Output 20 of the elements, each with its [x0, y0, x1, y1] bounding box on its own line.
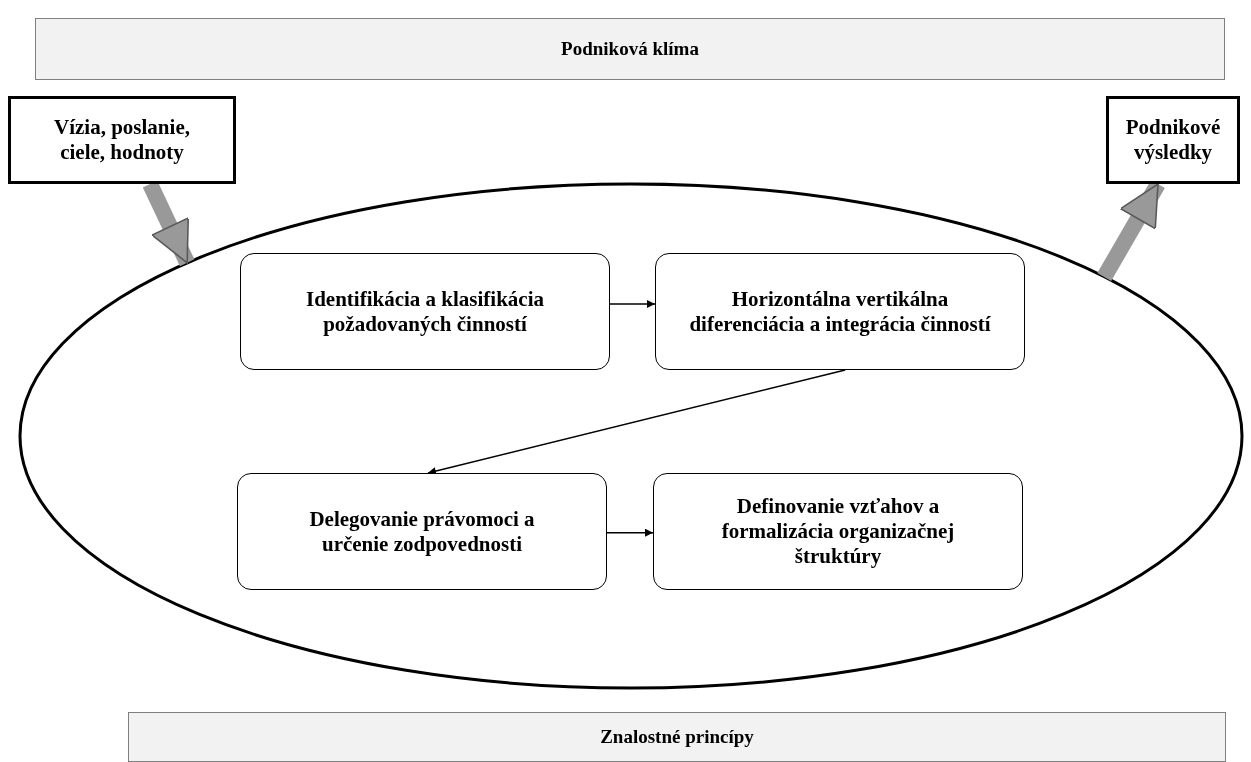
arrow — [609, 300, 656, 308]
process-box — [240, 253, 610, 370]
box-label: Identifikácia a klasifikácia požadovaných činností — [305, 286, 545, 337]
footer-band — [128, 712, 1226, 762]
process-box — [655, 253, 1025, 370]
box-label: Delegovanie právomoci a určenie zodpovednosti — [308, 506, 536, 557]
box-label: Horizontálna vertikálna diferenciácia a integrácia činností — [688, 286, 992, 337]
box-label: Definovanie vzťahov a formalizácia organizačnej štruktúry — [720, 494, 956, 569]
process-box — [237, 473, 607, 590]
box-label: Vízia, poslanie, ciele, hodnoty — [53, 115, 191, 165]
process-box — [653, 473, 1023, 590]
arrow — [427, 369, 846, 475]
input-box — [8, 96, 236, 184]
header-band — [35, 18, 1225, 80]
ellipse-region — [18, 182, 1244, 690]
box-label: Podnikové výsledky — [1124, 115, 1222, 165]
box-label: Znalostné princípy — [600, 726, 754, 748]
arrow — [606, 528, 654, 537]
box-label: Podniková klíma — [561, 38, 699, 60]
output-box — [1106, 96, 1240, 184]
